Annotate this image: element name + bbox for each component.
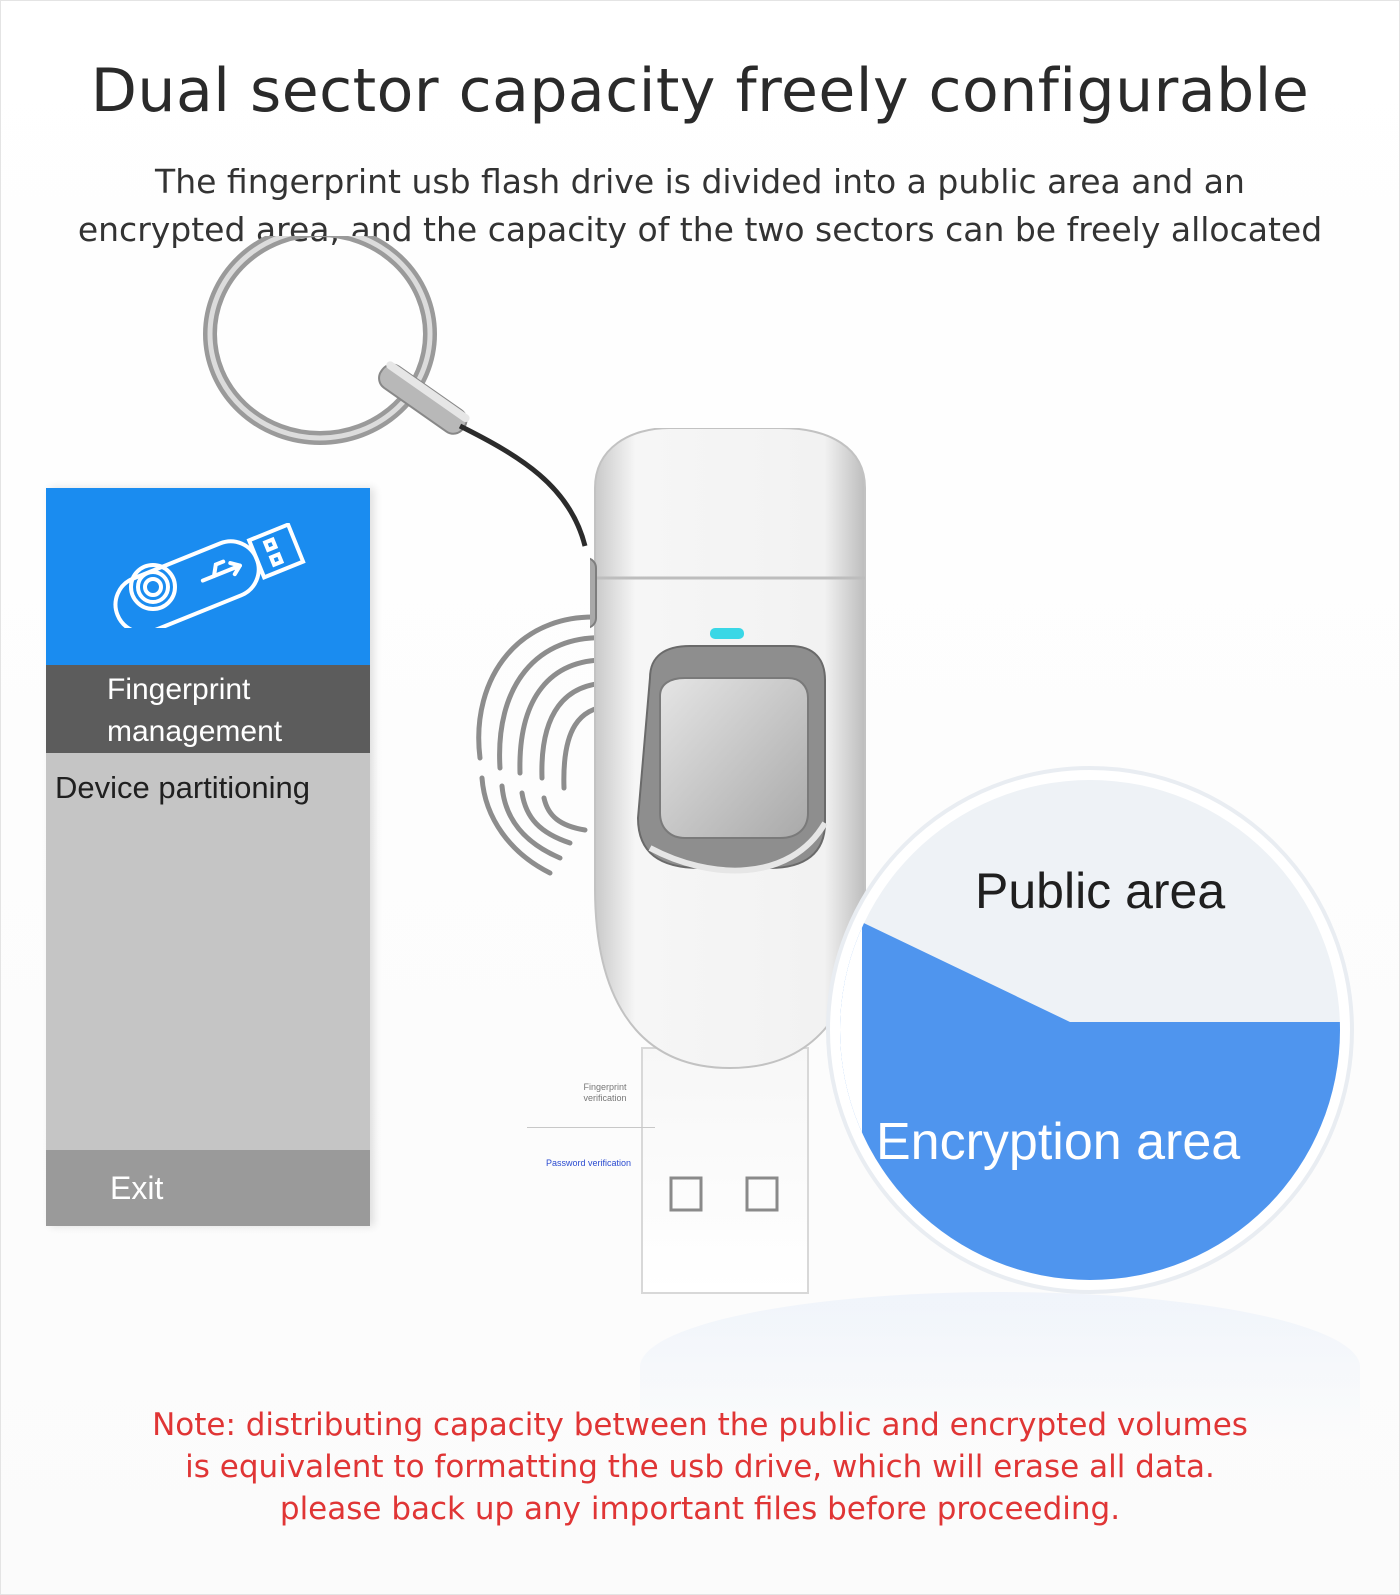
fingerprint-verification-text: Fingerprint verification <box>583 1082 627 1103</box>
fingerprint-usb-icon <box>113 523 306 628</box>
divider <box>527 1127 655 1128</box>
note-line-1: Note: distributing capacity between the … <box>152 1407 1248 1443</box>
note-line-2: is equivalent to formatting the usb driv… <box>185 1449 1215 1485</box>
note-line-3: please back up any important files befor… <box>279 1491 1121 1527</box>
capacity-pie-circle <box>826 766 1354 1294</box>
page-title: Dual sector capacity freely configurable <box>90 56 1310 126</box>
usb-drive-illustration <box>590 428 866 1294</box>
menu-item-exit[interactable]: Exit <box>46 1150 370 1226</box>
menu-item-device-partitioning[interactable]: Device partitioning <box>55 770 311 805</box>
warning-note: Note: distributing capacity between the … <box>0 1404 1400 1530</box>
page-subtitle: The fingerprint usb flash drive is divid… <box>40 158 1360 254</box>
encryption-area-label: Encryption area <box>876 1113 1241 1171</box>
menu-panel: Fingerprint management Device partitioni… <box>46 488 370 1226</box>
menu-item-fingerprint-management[interactable]: Fingerprint management <box>46 665 370 753</box>
subtitle-line-1: The fingerprint usb flash drive is divid… <box>155 162 1245 201</box>
password-verification-text: Password verification <box>546 1158 632 1168</box>
menu-item-label-1: Fingerprint <box>107 673 251 706</box>
keyring-icon <box>203 236 588 547</box>
menu-item-label-2: management <box>107 715 283 748</box>
menu-header <box>46 488 370 665</box>
floor-reflection <box>640 1292 1360 1442</box>
public-area-label: Public area <box>975 863 1226 919</box>
